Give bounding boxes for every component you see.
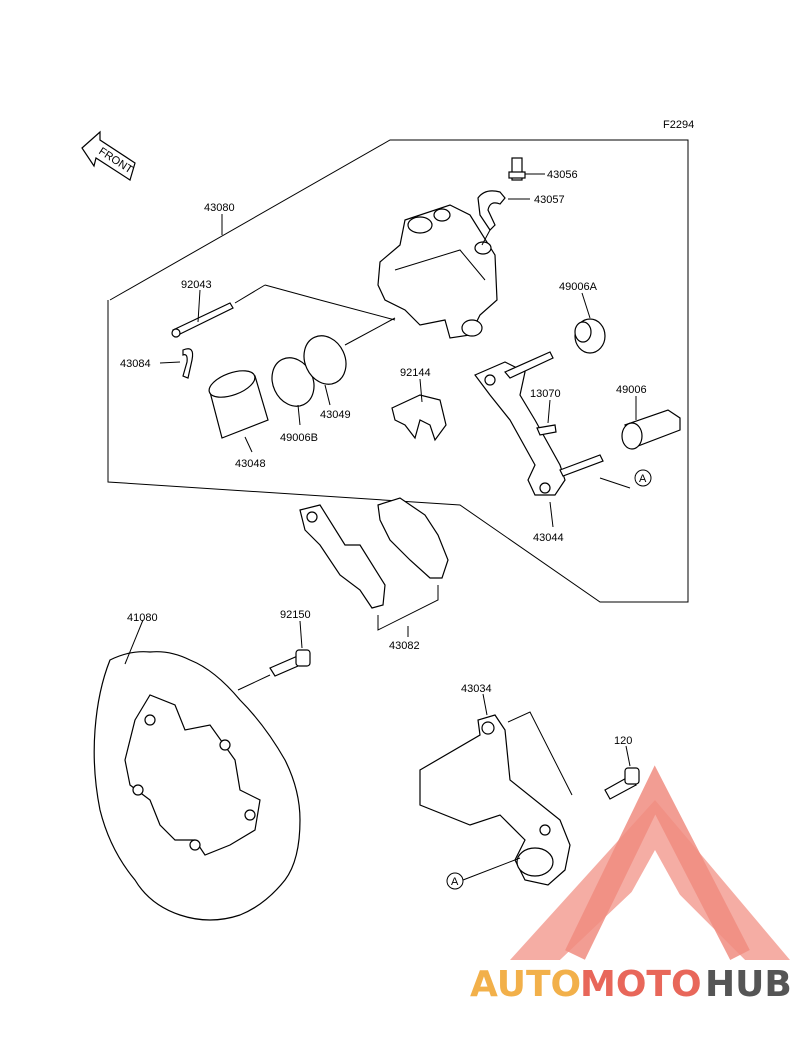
label-120: 120 bbox=[614, 735, 632, 747]
disc-bolt bbox=[269, 649, 311, 677]
label-43057: 43057 bbox=[534, 194, 565, 206]
caliper-assembly-outline bbox=[107, 139, 689, 603]
watermark-logo bbox=[510, 765, 790, 961]
watermark-hub: HUB bbox=[705, 964, 792, 1005]
bracket-pin-13070 bbox=[536, 424, 557, 436]
pad-spring bbox=[391, 394, 447, 442]
bleeder-cap bbox=[477, 190, 530, 231]
clip-pin bbox=[182, 348, 194, 379]
label-43049: 43049 bbox=[320, 409, 351, 421]
marker-a-lower-label: A bbox=[451, 876, 459, 888]
brake-pad-left bbox=[299, 504, 386, 609]
label-13070: 13070 bbox=[530, 388, 561, 400]
brake-pad-right bbox=[377, 497, 449, 579]
label-49006: 49006 bbox=[616, 384, 647, 396]
torque-bracket bbox=[419, 714, 571, 886]
piston-seal bbox=[303, 335, 347, 385]
label-43048: 43048 bbox=[235, 458, 266, 470]
brake-disc bbox=[93, 651, 301, 921]
label-43034: 43034 bbox=[461, 683, 492, 695]
piston bbox=[208, 370, 269, 439]
marker-a-upper: A bbox=[634, 469, 652, 487]
boot-49006a bbox=[574, 318, 606, 354]
diagram-code: F2294 bbox=[663, 119, 694, 131]
bracket-bolt-120 bbox=[604, 767, 640, 800]
caliper-bracket bbox=[474, 351, 604, 496]
label-43056: 43056 bbox=[547, 169, 578, 181]
marker-a-upper-label: A bbox=[639, 473, 647, 485]
label-43044: 43044 bbox=[533, 532, 564, 544]
boot-49006 bbox=[621, 409, 681, 450]
label-43084: 43084 bbox=[120, 358, 151, 370]
watermark-auto: AUTO bbox=[470, 964, 581, 1005]
caliper-pin bbox=[171, 302, 234, 338]
label-49006a: 49006A bbox=[559, 281, 598, 293]
label-92144: 92144 bbox=[400, 367, 431, 379]
label-92150: 92150 bbox=[280, 609, 311, 621]
label-41080: 41080 bbox=[127, 612, 158, 624]
front-arrow-icon: FRONT bbox=[81, 130, 136, 181]
label-92043: 92043 bbox=[181, 279, 212, 291]
marker-a-lower: A bbox=[446, 872, 464, 890]
caliper-body bbox=[377, 204, 498, 339]
leader-lines bbox=[124, 214, 637, 881]
label-49006b: 49006B bbox=[280, 432, 318, 444]
label-43082: 43082 bbox=[389, 640, 420, 652]
bleeder-valve bbox=[508, 157, 545, 181]
watermark-moto: MOTO bbox=[580, 964, 702, 1005]
label-43080: 43080 bbox=[204, 202, 235, 214]
watermark-text: AUTO MOTO HUB bbox=[470, 964, 792, 1005]
